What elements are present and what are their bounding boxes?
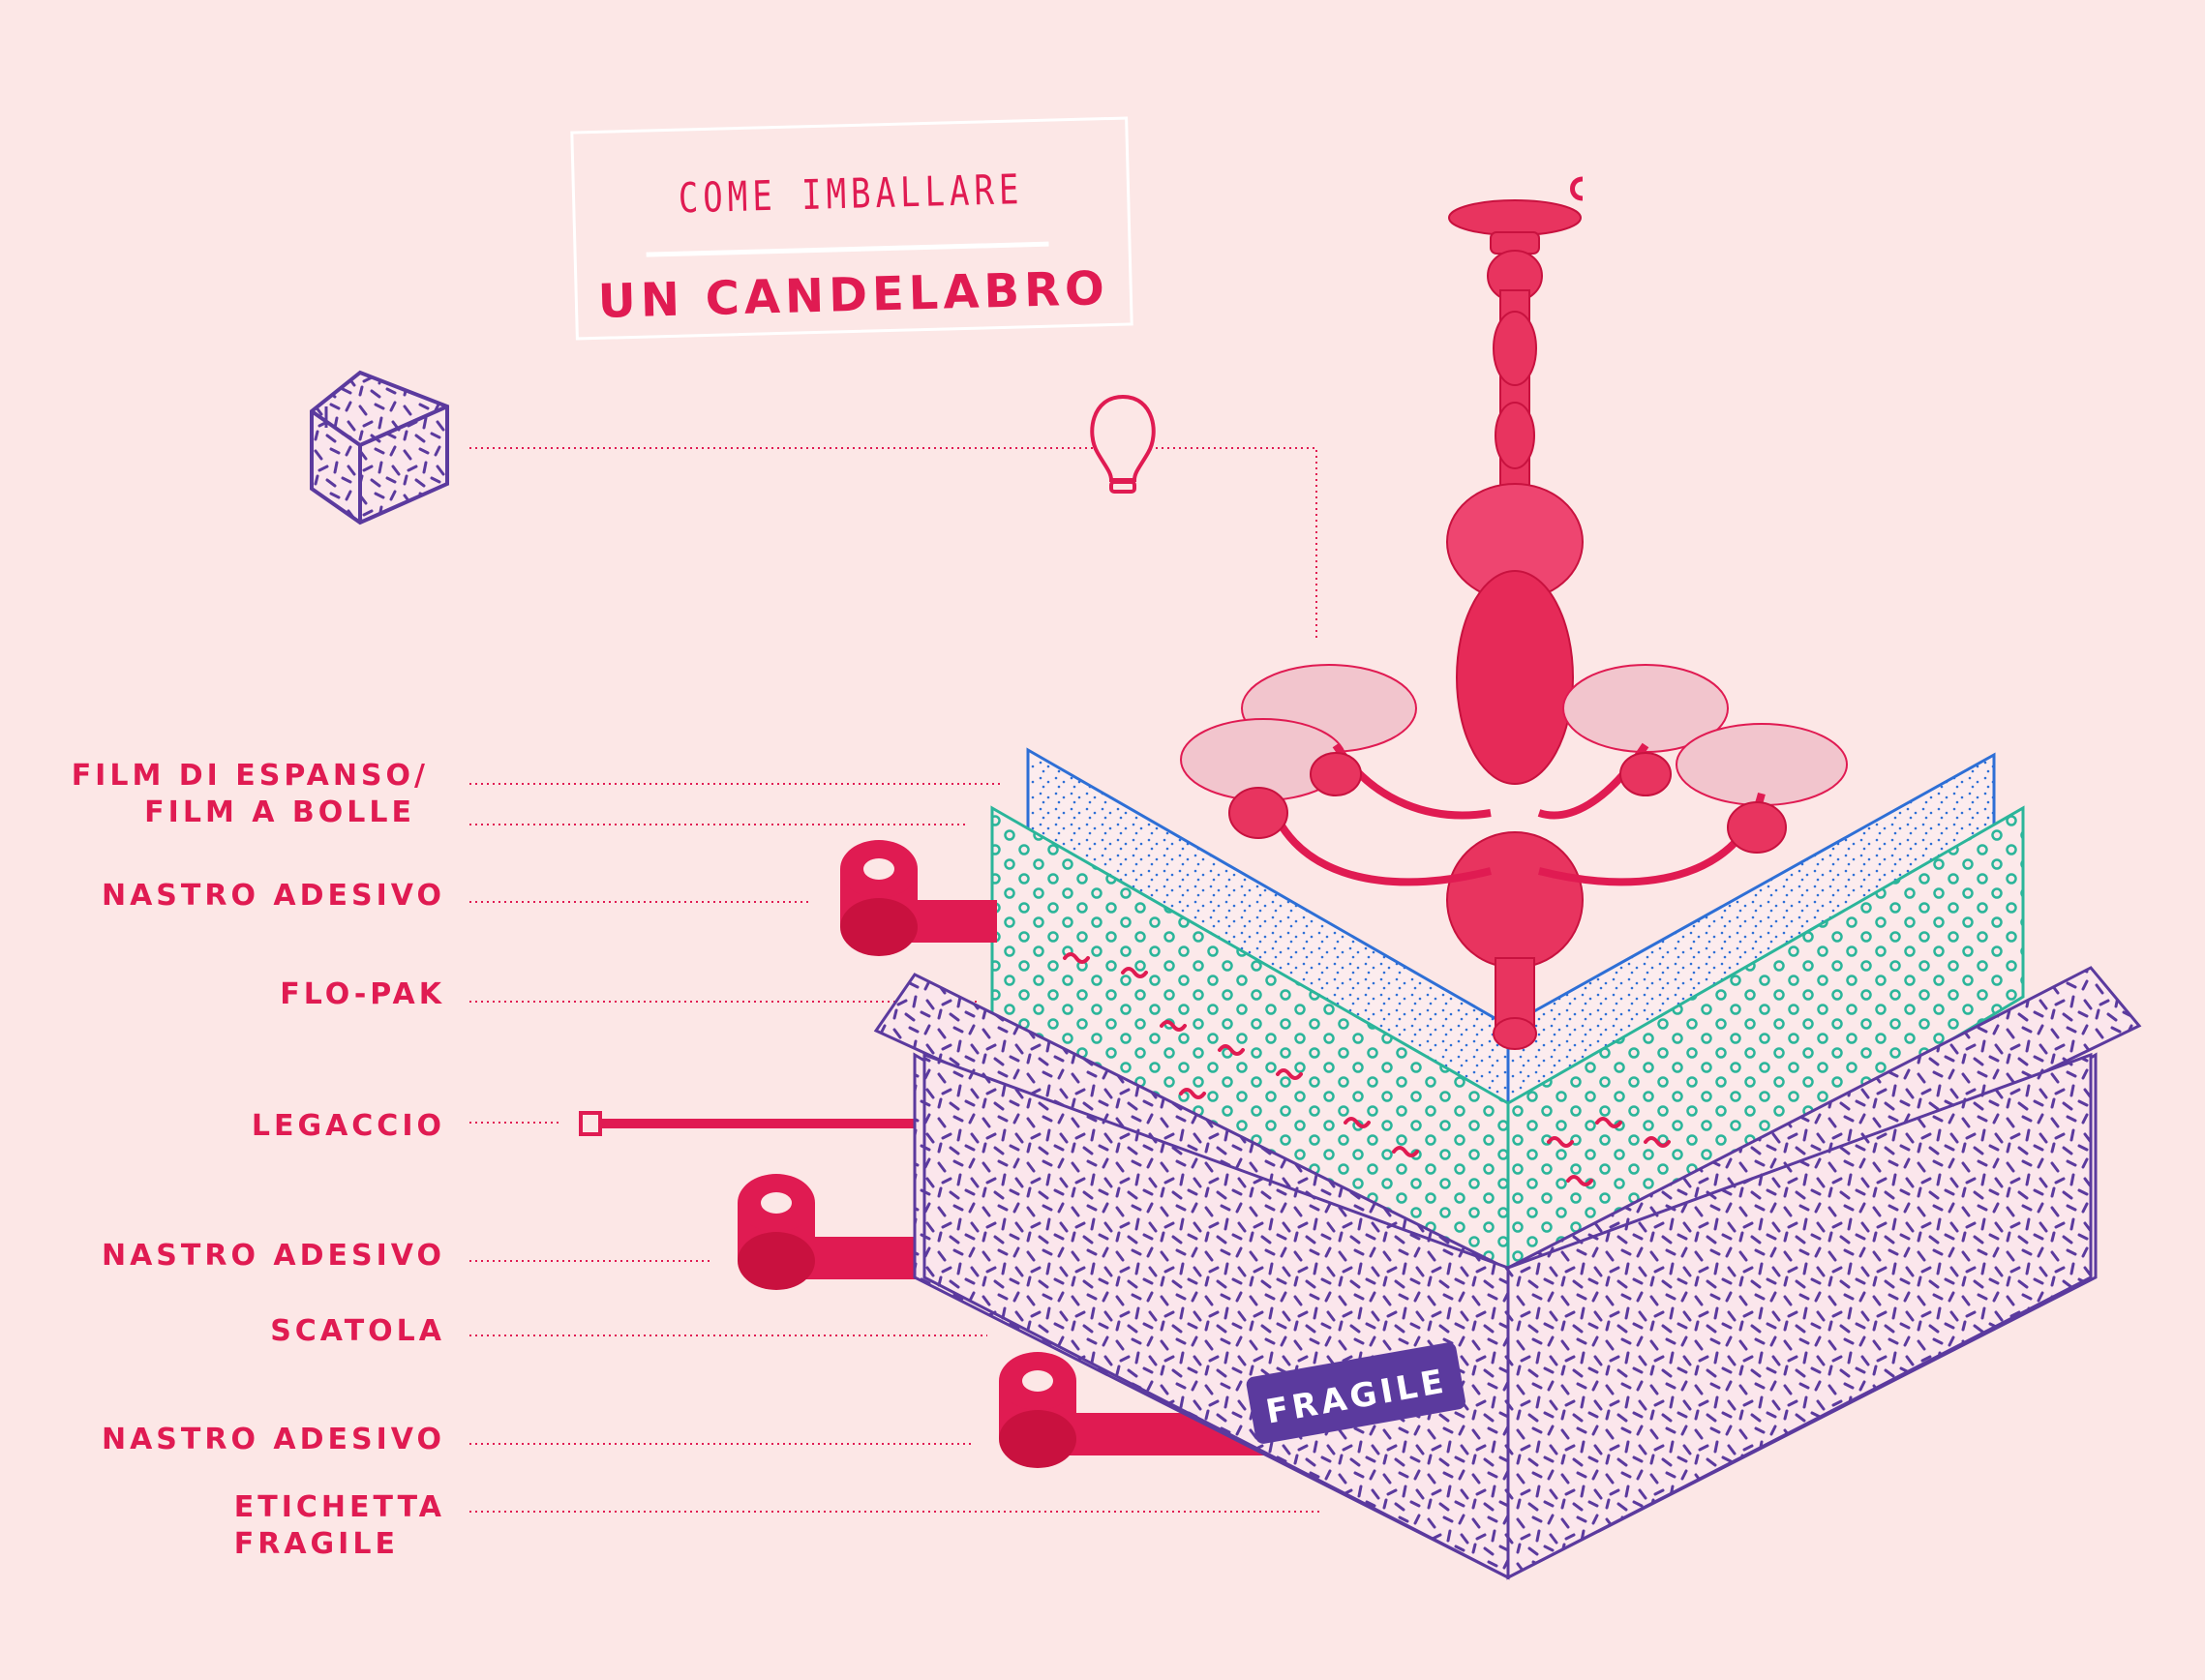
tape-roll-2 [738, 1174, 929, 1290]
leader-chandelier [1150, 447, 1317, 639]
label-film-espanso: FILM DI ESPANSO/ FILM A BOLLE [72, 758, 429, 831]
fragile-label: FRAGILE [1246, 1342, 1465, 1444]
label-film-line2: FILM A BOLLE [144, 795, 415, 829]
title-box: COME IMBALLARE UN CANDELABRO [570, 116, 1133, 341]
page-subtitle: COME IMBALLARE [678, 165, 1024, 224]
box-icon [310, 370, 449, 525]
page-title: UN CANDELABRO [597, 261, 1110, 329]
lightbulb-icon [1090, 394, 1156, 494]
label-scatola: SCATOLA [270, 1314, 445, 1348]
label-nastro-adesivo-2: NASTRO ADESIVO [101, 1239, 445, 1273]
label-etichetta-line1: ETICHETTA [233, 1490, 445, 1524]
leader-lines [469, 447, 1321, 1513]
label-etichetta-line2: FRAGILE [233, 1527, 399, 1561]
label-nastro-adesivo-1: NASTRO ADESIVO [101, 879, 445, 913]
chandelier-illustration [1180, 176, 1848, 1050]
flo-pak-peanuts [1063, 952, 1671, 1186]
label-nastro-adesivo-3: NASTRO ADESIVO [101, 1423, 445, 1456]
label-flo-pak: FLO-PAK [280, 977, 445, 1011]
label-legaccio: LEGACCIO [251, 1109, 445, 1143]
label-film-line1: FILM DI ESPANSO/ [71, 759, 429, 793]
title-divider [646, 241, 1049, 257]
cardboard-box [873, 966, 2142, 1580]
tape-roll-1 [840, 840, 997, 956]
label-etichetta-fragile: ETICHETTA FRAGILE [234, 1489, 445, 1563]
cable-tie-icon [579, 1111, 929, 1136]
flo-pak-layer [990, 805, 2025, 1309]
